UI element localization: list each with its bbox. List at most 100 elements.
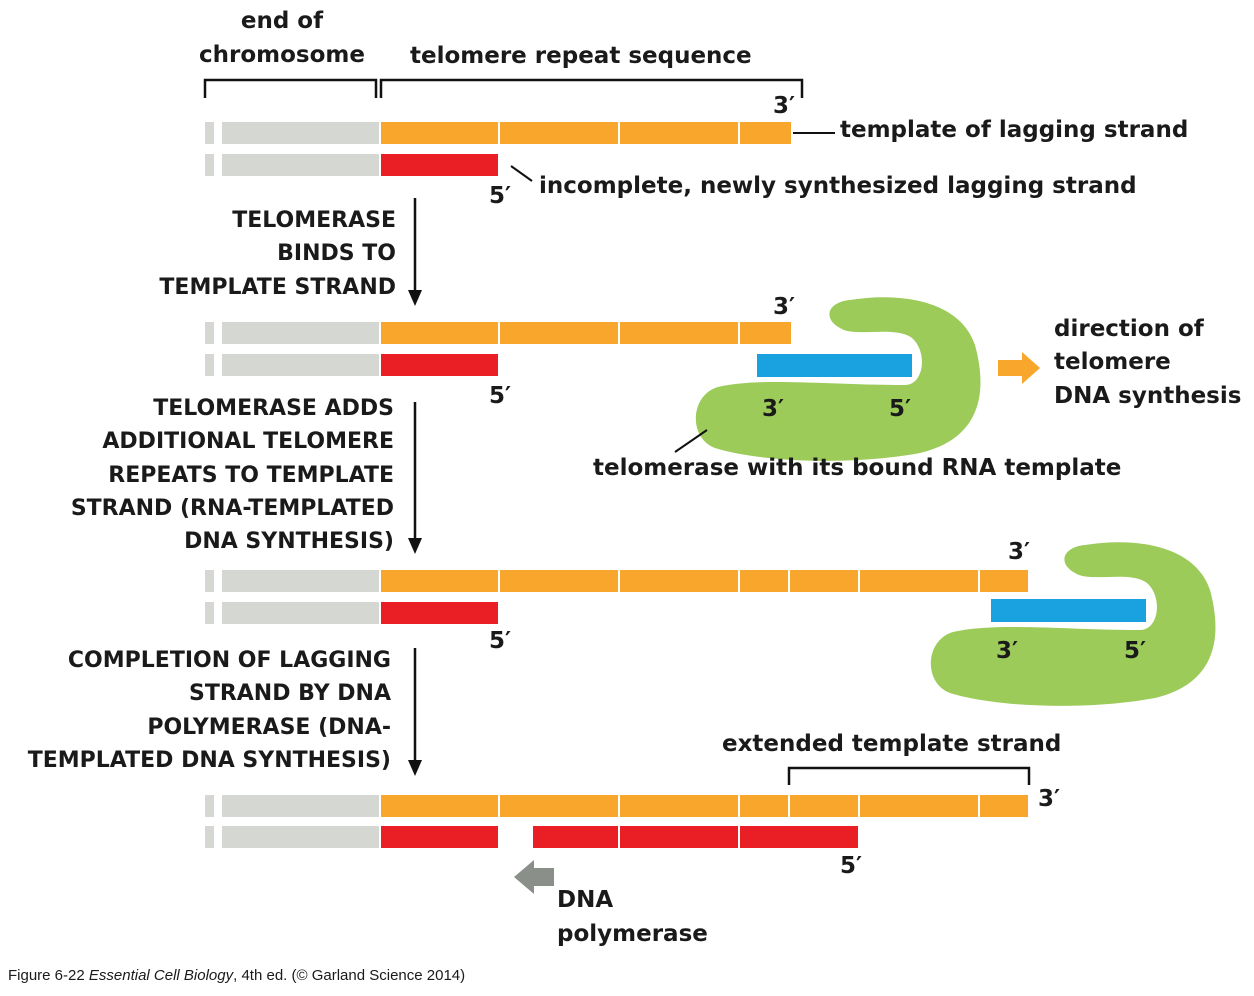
label-end-of-chromosome-1: end of — [240, 8, 324, 34]
label-rna-3prime-1: 3′ — [762, 396, 785, 422]
label-5prime-row1: 5′ — [489, 183, 512, 209]
telomere-repeat-unit — [620, 795, 738, 817]
telomere-repeat-unit — [381, 322, 498, 344]
chromosome-end-cap — [205, 322, 214, 344]
telomere-repeat-unit — [740, 122, 791, 144]
chromosome-end-cap — [205, 602, 214, 624]
label-rna-5prime-1: 5′ — [889, 396, 912, 422]
step-2-line: ADDITIONAL TELOMERE — [102, 429, 394, 455]
label-incomplete-lagging-strand: incomplete, newly synthesized lagging st… — [539, 173, 1137, 199]
chromosome-end-cap — [205, 354, 214, 376]
telomere-repeat-unit — [740, 795, 788, 817]
step-2-description: TELOMERASE ADDS ADDITIONAL TELOMERE REPE… — [71, 392, 394, 558]
chromosome-segment — [222, 570, 379, 592]
step-2-line: REPEATS TO TEMPLATE — [108, 462, 394, 488]
chromosome-end-cap — [205, 795, 214, 817]
chromosome-segment — [222, 354, 379, 376]
label-extended-template-strand: extended template strand — [722, 731, 1062, 757]
figure-caption: Figure 6-22 Essential Cell Biology, 4th … — [8, 967, 465, 984]
telomere-repeat-unit — [790, 795, 858, 817]
extended-template-bracket — [787, 766, 1031, 785]
caption-book-title: Essential Cell Biology — [88, 967, 234, 984]
label-template-of-lagging-strand: template of lagging strand — [840, 117, 1189, 143]
step-arrows — [408, 198, 422, 776]
telomere-repeat-unit — [740, 570, 788, 592]
telomere-repeat-unit — [381, 122, 498, 144]
dna-strands — [205, 122, 1028, 848]
lagging-strand-segment — [381, 602, 498, 624]
telomere-repeat-unit — [980, 795, 1028, 817]
leader-telomerase — [674, 429, 708, 453]
telomerase-body-2 — [930, 542, 1216, 706]
label-rna-3prime-2: 3′ — [996, 638, 1019, 664]
label-5prime-row2: 5′ — [489, 383, 512, 409]
label-end-of-chromosome-2: chromosome — [199, 42, 365, 68]
label-dna-polymerase-2: polymerase — [557, 921, 708, 947]
chromosome-segment — [222, 826, 379, 848]
step-1-line: TELOMERASE — [232, 208, 396, 233]
telomere-repeat-unit — [500, 322, 618, 344]
telomere-repeat-unit — [740, 322, 791, 344]
chromosome-end-cap — [205, 154, 214, 176]
label-direction-1: direction of — [1054, 316, 1204, 342]
telomere-repeat-unit — [500, 570, 618, 592]
chromosome-end-cap — [205, 826, 214, 848]
telomere-repeat-unit — [620, 122, 738, 144]
label-rna-5prime-2: 5′ — [1124, 638, 1147, 664]
step-2-line: TELOMERASE ADDS — [153, 396, 394, 421]
lagging-strand-segment — [381, 354, 498, 376]
step-2-line: STRAND (RNA-TEMPLATED — [70, 495, 394, 521]
chromosome-segment — [222, 122, 379, 144]
new-lagging-strand-segment — [533, 826, 618, 848]
step-2-line: DNA SYNTHESIS) — [184, 529, 394, 555]
label-telomere-repeat-sequence: telomere repeat sequence — [410, 43, 752, 69]
telomerase-enzyme-1 — [695, 297, 981, 461]
telomere-repeat-unit — [860, 795, 978, 817]
label-5prime-row4: 5′ — [840, 853, 863, 879]
rna-template-2 — [991, 599, 1146, 622]
chromosome-end-cap — [205, 570, 214, 592]
label-3prime-row2: 3′ — [773, 294, 796, 320]
leader-incomplete-lagging — [510, 165, 533, 182]
telomerase-body-1 — [695, 297, 981, 461]
new-lagging-strand-segment — [620, 826, 738, 848]
telomere-repeat-bracket — [379, 78, 804, 98]
telomere-repeat-unit — [620, 570, 738, 592]
step-3-line: TEMPLATED DNA SYNTHESIS) — [27, 747, 391, 773]
telomere-repeat-unit — [381, 570, 498, 592]
caption-suffix: , 4th ed. (© Garland Science 2014) — [233, 967, 466, 984]
label-5prime-row3: 5′ — [489, 628, 512, 654]
lagging-strand-segment — [381, 154, 498, 176]
telomere-repeat-unit — [860, 570, 978, 592]
telomerase-enzyme-2 — [930, 542, 1216, 706]
telomere-repeat-unit — [790, 570, 858, 592]
caption-prefix: Figure 6-22 — [8, 967, 89, 984]
telomere-repeat-unit — [980, 570, 1028, 592]
step-3-line: STRAND BY DNA — [188, 681, 391, 707]
chromosome-segment — [222, 795, 379, 817]
telomere-repeat-unit — [620, 322, 738, 344]
end-of-chromosome-bracket — [203, 78, 378, 98]
label-3prime-row4: 3′ — [1038, 786, 1061, 812]
chromosome-end-cap — [205, 122, 214, 144]
polymerase-direction-arrow-icon — [514, 860, 554, 894]
step-3-description: COMPLETION OF LAGGING STRAND BY DNA POLY… — [28, 644, 391, 777]
step-arrow-2 — [408, 402, 422, 554]
telomere-repeat-unit — [381, 795, 498, 817]
step-arrow-3 — [408, 648, 422, 776]
label-direction-2: telomere — [1054, 349, 1171, 375]
step-3-line: POLYMERASE (DNA- — [147, 714, 391, 740]
telomere-repeat-unit — [500, 122, 618, 144]
step-1-line: TEMPLATE STRAND — [159, 274, 396, 300]
label-dna-polymerase-1: DNA — [557, 887, 614, 913]
rna-template-1 — [757, 354, 912, 377]
label-direction-3: DNA synthesis — [1054, 383, 1242, 409]
new-lagging-strand-segment — [740, 826, 858, 848]
leader-lines — [510, 132, 835, 453]
step-3-line: COMPLETION OF LAGGING — [67, 648, 391, 673]
label-telomerase-with-rna: telomerase with its bound RNA template — [593, 455, 1122, 481]
step-1-description: TELOMERASE BINDS TO TEMPLATE STRAND — [159, 204, 396, 304]
synthesis-direction-arrow-icon — [998, 352, 1040, 384]
